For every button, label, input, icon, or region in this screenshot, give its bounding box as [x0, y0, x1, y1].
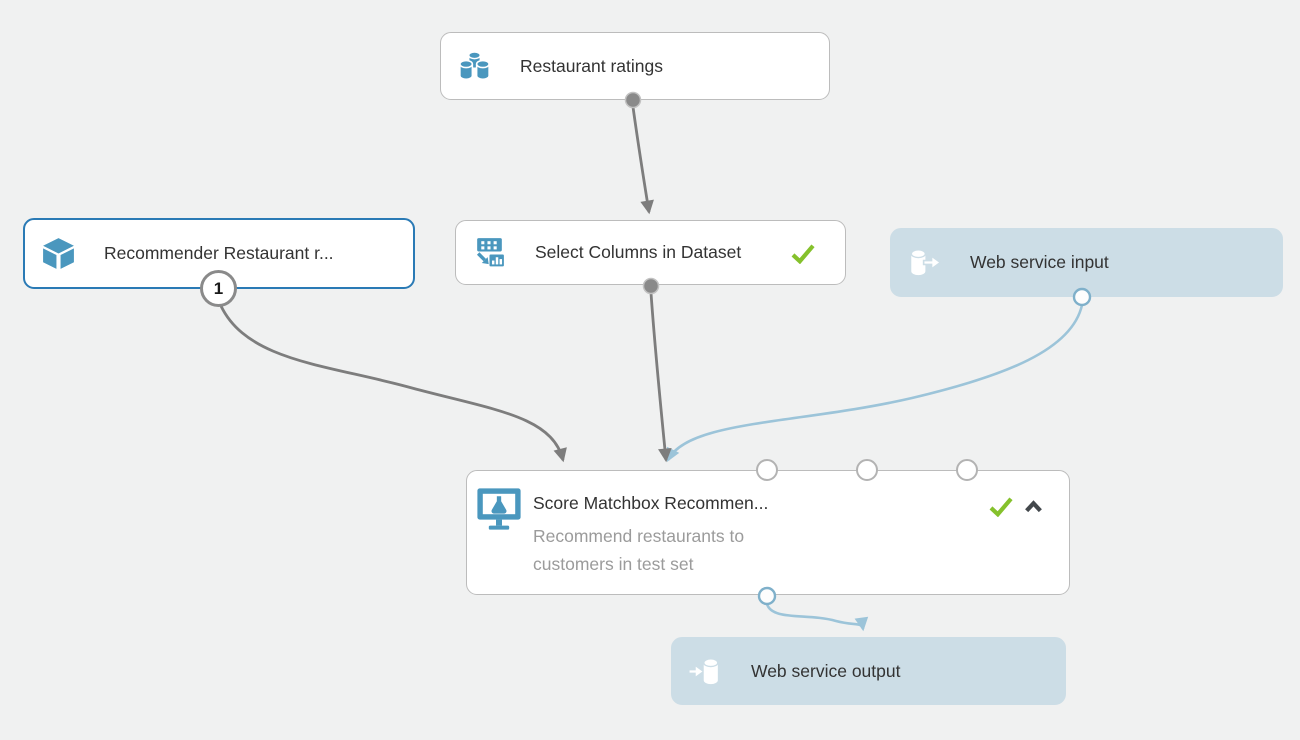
select-columns-icon: [471, 234, 508, 271]
score-experiment-icon: [475, 486, 523, 534]
collapse-chevron-up-icon[interactable]: [1024, 500, 1043, 513]
status-check-icon: [791, 244, 815, 264]
edge-select-columns-to-score[interactable]: [649, 292, 672, 463]
dataset-icon: [456, 48, 493, 85]
web-service-output-icon: [687, 653, 724, 690]
edge-score-to-web-output[interactable]: [765, 603, 869, 632]
node-web-service-input[interactable]: Web service input: [890, 228, 1283, 297]
edge-recommender-to-score[interactable]: [219, 305, 567, 463]
node-label: Select Columns in Dataset: [535, 242, 742, 262]
edge-ratings-to-select-columns[interactable]: [631, 106, 654, 215]
badge-number: 1: [213, 278, 224, 298]
node-score-matchbox-recommender[interactable]: Score Matchbox Recommen... Recommend res…: [466, 470, 1070, 595]
node-restaurant-ratings[interactable]: Restaurant ratings: [440, 32, 830, 100]
node-title: Score Matchbox Recommen...: [533, 493, 769, 513]
trained-model-cube-icon: [40, 235, 77, 272]
status-check-icon: [989, 497, 1013, 517]
node-label: Web service input: [970, 252, 1109, 272]
node-select-columns[interactable]: Select Columns in Dataset: [455, 220, 846, 285]
edge-web-input-to-score[interactable]: [666, 304, 1084, 463]
node-label: Recommender Restaurant r...: [104, 243, 334, 263]
output-port-badge[interactable]: 1: [200, 270, 237, 307]
web-service-input-icon: [906, 244, 943, 281]
node-web-service-output[interactable]: Web service output: [671, 637, 1066, 705]
node-description: Recommend restaurants to customers in te…: [533, 526, 745, 574]
node-label: Web service output: [751, 660, 901, 681]
node-label: Restaurant ratings: [520, 55, 663, 76]
